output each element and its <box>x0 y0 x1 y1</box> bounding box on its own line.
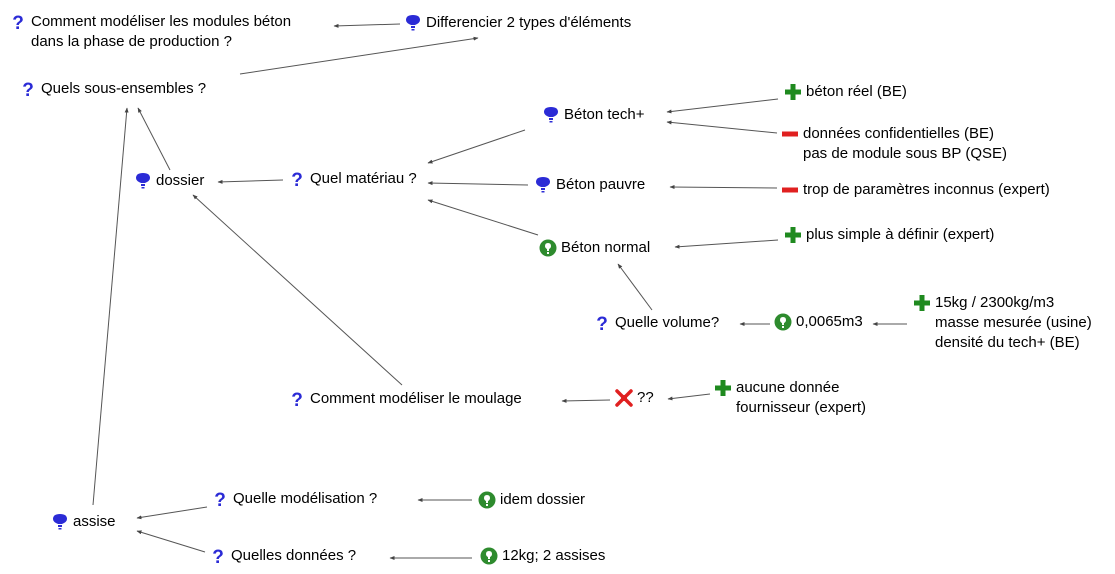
edge-differencier-to-top-question <box>333 23 401 28</box>
question-icon: ? <box>18 79 38 99</box>
node-beton-pauvre[interactable]: Béton pauvre <box>533 175 645 195</box>
node-12kg[interactable]: 12kg; 2 assises <box>479 546 605 566</box>
question-icon: ? <box>208 546 228 566</box>
rejected-icon <box>614 388 634 408</box>
svg-text:?: ? <box>212 547 224 566</box>
edge-plus-simple-to-beton-normal <box>674 239 779 249</box>
node-label: dossier <box>156 172 205 189</box>
node-label: Quelle volume? <box>615 314 720 331</box>
edge-quel-materiau-to-dossier <box>217 179 284 184</box>
question-icon: ? <box>287 389 307 409</box>
edge-assise-to-sous-ensembles <box>92 107 129 506</box>
node-label: Comment modéliser les modules béton dans… <box>31 13 292 50</box>
edge-beton-reel-to-beton-tech <box>666 98 779 114</box>
node-masse[interactable]: 15kg / 2300kg/m3 masse mesurée (usine) d… <box>912 293 1092 353</box>
node-label: 0,0065m3 <box>796 313 863 330</box>
idea-icon <box>533 175 553 195</box>
node-label: données confidentielles (BE) pas de modu… <box>803 125 1007 162</box>
position-icon <box>538 238 558 258</box>
node-assise[interactable]: assise <box>50 512 116 532</box>
edge-confidentielles-to-beton-tech <box>666 120 778 134</box>
node-label: assise <box>73 513 116 530</box>
node-label: Quelle modélisation ? <box>233 490 378 507</box>
position-icon <box>773 312 793 332</box>
node-trop-parametres[interactable]: trop de paramètres inconnus (expert) <box>780 180 1050 200</box>
node-label: aucune donnée fournisseur (expert) <box>736 379 867 416</box>
node-label: Differencier 2 types d'éléments <box>426 14 632 31</box>
edge-aucune-to-unknown <box>667 393 711 401</box>
edge-beton-tech-to-quel-materiau <box>427 129 526 164</box>
node-label: béton réel (BE) <box>806 83 907 100</box>
edge-quelle-modelisation-to-assise <box>136 506 208 520</box>
svg-text:?: ? <box>214 490 226 509</box>
edge-trop-parametres-to-beton-pauvre <box>669 185 778 190</box>
idea-icon <box>403 13 423 33</box>
node-confidentielles[interactable]: données confidentielles (BE) pas de modu… <box>780 124 1007 164</box>
question-icon: ? <box>210 489 230 509</box>
node-label: Quels sous-ensembles ? <box>41 80 207 97</box>
node-label: Quel matériau ? <box>310 170 417 187</box>
edge-beton-normal-to-quel-materiau <box>427 199 539 236</box>
node-dossier[interactable]: dossier <box>133 171 204 191</box>
minus-icon <box>780 124 800 144</box>
svg-text:?: ? <box>22 80 34 99</box>
edge-beton-pauvre-to-quel-materiau <box>427 181 529 186</box>
edge-quelle-volume-to-beton-normal <box>617 263 653 311</box>
node-quel-materiau[interactable]: ? Quel matériau ? <box>287 169 417 189</box>
node-aucune[interactable]: aucune donnée fournisseur (expert) <box>713 378 866 418</box>
node-label: ?? <box>637 389 654 406</box>
edge-dossier-to-sous-ensembles <box>137 107 171 171</box>
position-icon <box>477 490 497 510</box>
plus-icon <box>783 225 803 245</box>
node-unknown[interactable]: ?? <box>614 388 654 408</box>
question-icon: ? <box>287 169 307 189</box>
node-label: trop de paramètres inconnus (expert) <box>803 181 1050 198</box>
plus-icon <box>713 378 733 398</box>
svg-text:?: ? <box>596 314 608 333</box>
plus-icon <box>912 293 932 313</box>
node-label: Béton pauvre <box>556 176 646 193</box>
idea-icon <box>50 512 70 532</box>
node-quelles-donnees[interactable]: ? Quelles données ? <box>208 546 356 566</box>
node-idem-dossier[interactable]: idem dossier <box>477 490 585 510</box>
node-label: idem dossier <box>500 491 586 508</box>
edge-sous-ensembles-to-differencier <box>239 36 479 75</box>
node-moulage[interactable]: ? Comment modéliser le moulage <box>287 389 522 409</box>
node-label: Quelles données ? <box>231 547 357 564</box>
node-label: Comment modéliser le moulage <box>310 390 522 407</box>
question-icon: ? <box>8 12 28 32</box>
node-beton-reel[interactable]: béton réel (BE) <box>783 82 907 102</box>
node-quelle-modelisation[interactable]: ? Quelle modélisation ? <box>210 489 377 509</box>
node-quelle-volume[interactable]: ? Quelle volume? <box>592 313 719 333</box>
node-label: Béton normal <box>561 239 651 256</box>
question-icon: ? <box>592 313 612 333</box>
svg-text:?: ? <box>12 13 24 32</box>
node-label: Béton tech+ <box>564 106 645 123</box>
node-label: 12kg; 2 assises <box>502 547 606 564</box>
minus-icon <box>780 180 800 200</box>
node-label: 15kg / 2300kg/m3 masse mesurée (usine) d… <box>935 294 1092 351</box>
idea-icon <box>133 171 153 191</box>
node-top-question[interactable]: ? Comment modéliser les modules béton dan… <box>8 12 291 52</box>
edge-quelles-donnees-to-assise <box>136 530 206 553</box>
idea-icon <box>541 105 561 125</box>
edge-moulage-to-dossier <box>192 194 403 386</box>
position-icon <box>479 546 499 566</box>
node-beton-normal[interactable]: Béton normal <box>538 238 650 258</box>
node-differencier[interactable]: Differencier 2 types d'éléments <box>403 13 631 33</box>
node-beton-tech[interactable]: Béton tech+ <box>541 105 644 125</box>
plus-icon <box>783 82 803 102</box>
svg-text:?: ? <box>291 170 303 189</box>
node-volume-value[interactable]: 0,0065m3 <box>773 312 863 332</box>
node-sous-ensembles[interactable]: ? Quels sous-ensembles ? <box>18 79 206 99</box>
node-label: plus simple à définir (expert) <box>806 226 995 243</box>
edge-unknown-to-moulage <box>561 398 611 403</box>
node-plus-simple[interactable]: plus simple à définir (expert) <box>783 225 994 245</box>
svg-text:?: ? <box>291 390 303 409</box>
